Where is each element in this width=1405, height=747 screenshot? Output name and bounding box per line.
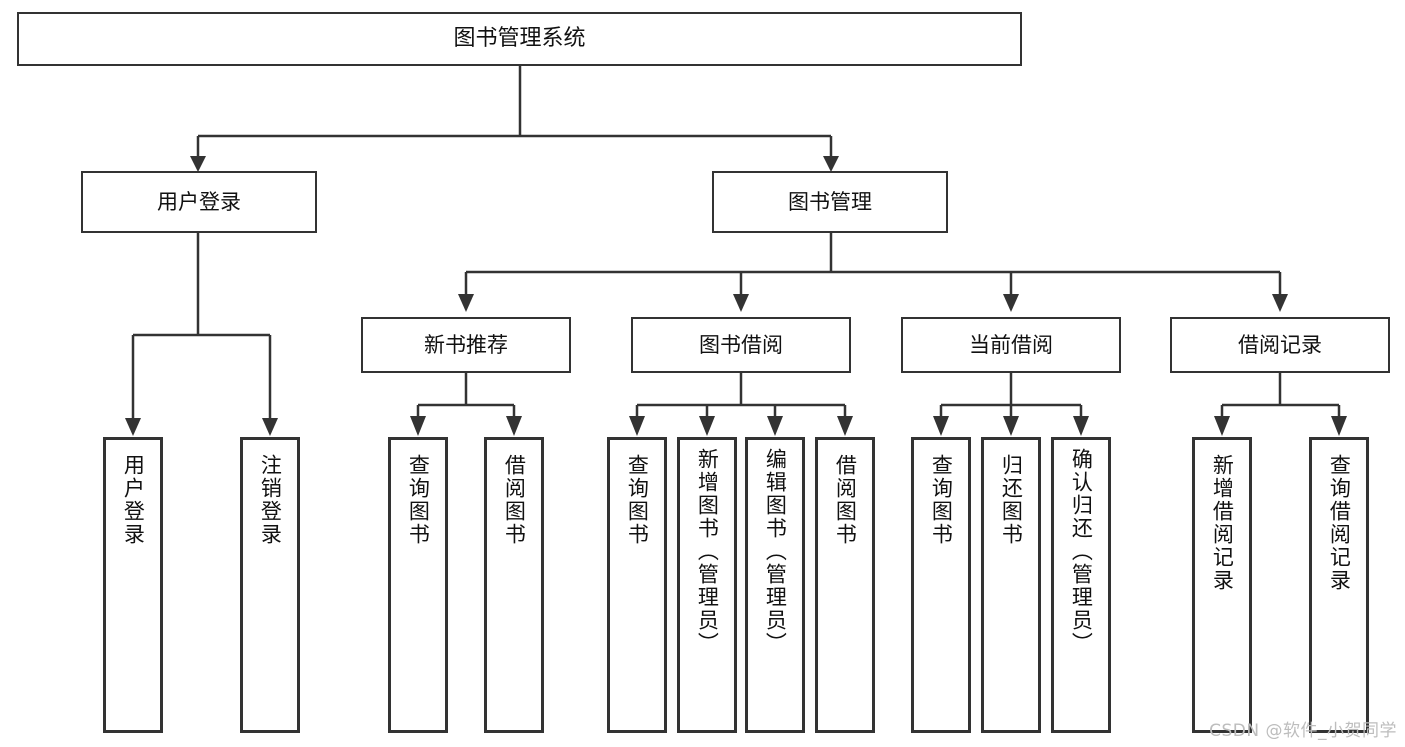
node-borrow-record[interactable]: 借阅记录 [1170, 317, 1390, 373]
watermark: CSDN @软件_小贺同学 [1209, 721, 1397, 741]
leaf-label: 查询图书 [929, 454, 954, 546]
leaf-record-query-record[interactable]: 查询借阅记录 [1309, 437, 1369, 733]
leaf-current-return-book[interactable]: 归还图书 [981, 437, 1041, 733]
leaf-new-book-borrow[interactable]: 借阅图书 [484, 437, 544, 733]
leaf-label: 查询借阅记录 [1327, 454, 1352, 592]
leaf-borrow-borrow-book[interactable]: 借阅图书 [815, 437, 875, 733]
leaf-label: 用户登录 [121, 454, 146, 546]
node-current-borrow[interactable]: 当前借阅 [901, 317, 1121, 373]
leaf-label: 新增图书（管理员） [695, 448, 720, 655]
leaf-label: 查询图书 [406, 454, 431, 546]
leaf-label: 新增借阅记录 [1210, 454, 1235, 592]
leaf-user-login-login[interactable]: 用户登录 [103, 437, 163, 733]
leaf-label: 编辑图书（管理员） [763, 448, 788, 655]
node-new-book-recommend-label: 新书推荐 [424, 332, 508, 357]
node-root-label: 图书管理系统 [453, 26, 586, 52]
leaf-record-add-record[interactable]: 新增借阅记录 [1192, 437, 1252, 733]
leaf-label: 确认归还（管理员） [1069, 448, 1094, 655]
node-book-management[interactable]: 图书管理 [712, 171, 948, 233]
leaf-current-query-book[interactable]: 查询图书 [911, 437, 971, 733]
leaf-current-confirm-return-admin[interactable]: 确认归还（管理员） [1051, 437, 1111, 733]
node-new-book-recommend[interactable]: 新书推荐 [361, 317, 571, 373]
leaf-label: 查询图书 [625, 454, 650, 546]
node-book-borrow[interactable]: 图书借阅 [631, 317, 851, 373]
node-borrow-record-label: 借阅记录 [1238, 332, 1322, 357]
node-user-login-label: 用户登录 [157, 189, 241, 214]
leaf-label: 注销登录 [258, 454, 283, 546]
node-book-management-label: 图书管理 [788, 189, 872, 214]
leaf-label: 借阅图书 [502, 454, 527, 546]
leaf-borrow-edit-book-admin[interactable]: 编辑图书（管理员） [745, 437, 805, 733]
leaf-borrow-add-book-admin[interactable]: 新增图书（管理员） [677, 437, 737, 733]
leaf-new-book-query[interactable]: 查询图书 [388, 437, 448, 733]
node-user-login[interactable]: 用户登录 [81, 171, 317, 233]
leaf-borrow-query-book[interactable]: 查询图书 [607, 437, 667, 733]
leaf-label: 借阅图书 [833, 454, 858, 546]
leaf-label: 归还图书 [999, 454, 1024, 546]
node-root[interactable]: 图书管理系统 [17, 12, 1022, 66]
leaf-user-login-logout[interactable]: 注销登录 [240, 437, 300, 733]
node-book-borrow-label: 图书借阅 [699, 332, 783, 357]
node-current-borrow-label: 当前借阅 [969, 332, 1053, 357]
